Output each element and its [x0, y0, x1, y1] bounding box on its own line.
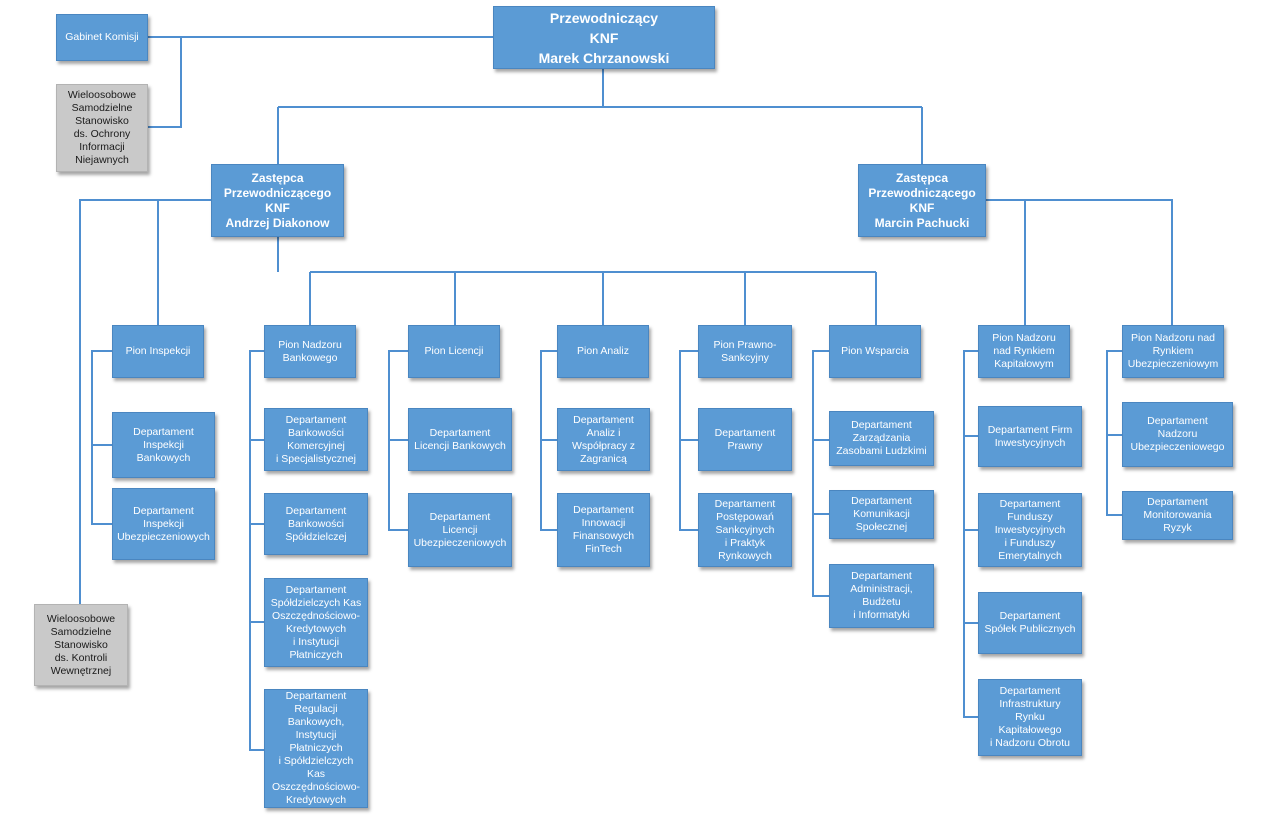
department-box: Departament Licencji Bankowych [408, 408, 512, 471]
division-analiz: Pion Analiz [557, 325, 649, 378]
cabinet-box: Gabinet Komisji [56, 14, 148, 61]
staff-control-box: Wieloosobowe Samodzielne Stanowisko ds. … [34, 604, 128, 686]
department-box: Departament Firm Inwestycyjnych [978, 406, 1082, 467]
connector [1106, 350, 1122, 516]
department-box: Departament Postępowań Sankcyjnych i Pra… [698, 493, 792, 567]
department-box: Departament Prawny [698, 408, 792, 471]
connector [812, 350, 829, 597]
deputy-right-box: Zastępca Przewodniczącego KNF Marcin Pac… [858, 164, 986, 237]
department-box: Departament Bankowości Spółdzielczej [264, 493, 368, 555]
department-box: Departament Analiz i Współpracy z Zagran… [557, 408, 650, 471]
department-box: Departament Regulacji Bankowych, Instytu… [264, 689, 368, 808]
department-box: Departament Monitorowania Ryzyk [1122, 491, 1233, 540]
connector [249, 350, 264, 751]
department-box: Departament Inspekcji Ubezpieczeniowych [112, 488, 215, 560]
connector [963, 350, 978, 718]
connector [148, 37, 182, 128]
department-box: Departament Komunikacji Społecznej [829, 490, 934, 539]
connector [79, 199, 211, 604]
department-box: Departament Administracji, Budżetu i Inf… [829, 564, 934, 628]
division-rynku-ubezpieczeniowego: Pion Nadzoru nad Rynkiem Ubezpieczeniowy… [1122, 325, 1224, 378]
department-box: Departament Spółek Publicznych [978, 592, 1082, 654]
department-box: Departament Bankowości Komercyjnej i Spe… [264, 408, 368, 471]
division-inspekcji: Pion Inspekcji [112, 325, 204, 378]
division-rynku-kapitalowego: Pion Nadzoru nad Rynkiem Kapitałowym [978, 325, 1070, 378]
division-prawno-sankcyjny: Pion Prawno- Sankcyjny [698, 325, 792, 378]
staff-security-box: Wieloosobowe Samodzielne Stanowisko ds. … [56, 84, 148, 172]
department-box: Departament Nadzoru Ubezpieczeniowego [1122, 402, 1233, 467]
department-box: Departament Spółdzielczych Kas Oszczędno… [264, 578, 368, 667]
department-box: Departament Funduszy Inwestycyjnych i Fu… [978, 493, 1082, 567]
division-licencji: Pion Licencji [408, 325, 500, 378]
division-nadzoru-bankowego: Pion Nadzoru Bankowego [264, 325, 356, 378]
department-box: Departament Innowacji Finansowych FinTec… [557, 493, 650, 567]
chairman-box: Przewodniczący KNF Marek Chrzanowski [493, 6, 715, 69]
connector [986, 199, 1173, 325]
deputy-left-box: Zastępca Przewodniczącego KNF Andrzej Di… [211, 164, 344, 237]
connector [91, 350, 112, 525]
department-box: Departament Licencji Ubezpieczeniowych [408, 493, 512, 567]
department-box: Departament Infrastruktury Rynku Kapitał… [978, 679, 1082, 756]
department-box: Departament Inspekcji Bankowych [112, 412, 215, 478]
department-box: Departament Zarządzania Zasobami Ludzkim… [829, 411, 934, 466]
division-wsparcia: Pion Wsparcia [829, 325, 921, 378]
